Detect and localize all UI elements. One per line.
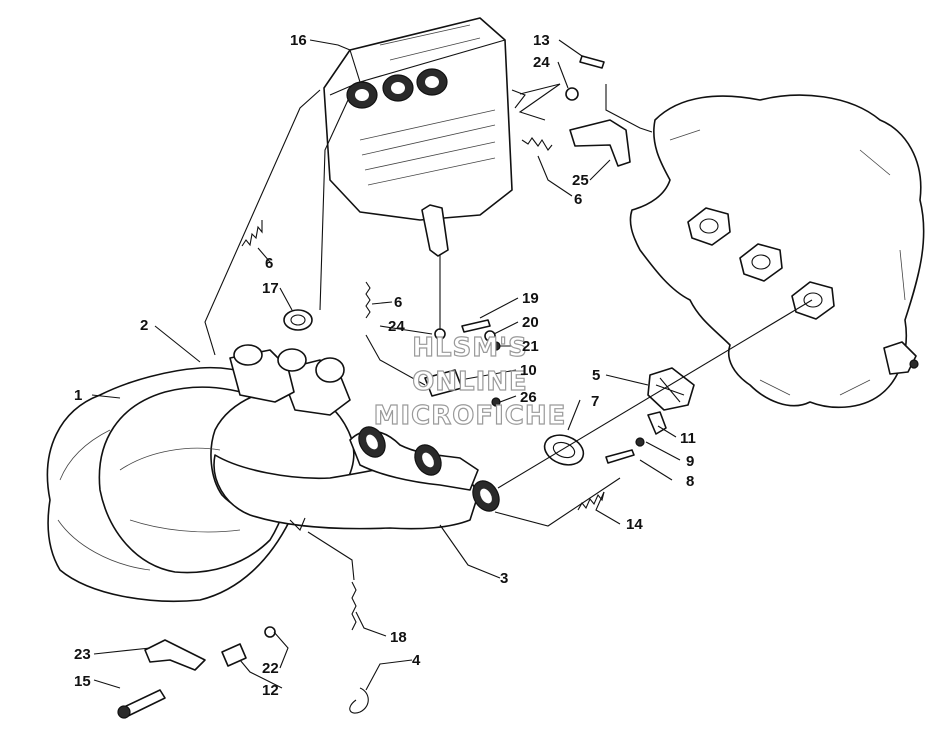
exhaust-port-3	[791, 281, 835, 320]
callout-24a: 24	[533, 54, 550, 71]
bolt-13	[579, 55, 605, 69]
callout-9: 9	[686, 453, 694, 470]
spring-18	[351, 581, 357, 631]
callout-18: 18	[390, 629, 407, 646]
gasket-7	[543, 434, 585, 466]
leader-lines	[91, 39, 813, 691]
spring-6-right	[521, 137, 553, 151]
grommet-24-top	[565, 87, 579, 101]
spring-6-left	[241, 220, 263, 247]
callout-4: 4	[412, 652, 421, 669]
bolt-8	[605, 449, 635, 464]
callout-20: 20	[522, 314, 539, 331]
bracket-23	[144, 639, 206, 671]
clip-4	[349, 687, 369, 714]
watermark: HLSM'S ONLINE MICROFICHE	[373, 332, 567, 431]
washer-22	[264, 626, 276, 638]
bracket-25	[569, 119, 631, 167]
callout-22: 22	[262, 660, 279, 677]
callout-6c: 6	[574, 191, 582, 208]
exhaust-port-1	[687, 207, 731, 246]
mount-5	[647, 367, 695, 411]
callout-25: 25	[572, 172, 589, 189]
callout-24b: 24	[388, 318, 405, 335]
bolt-19	[461, 319, 491, 333]
callout-5: 5	[592, 367, 600, 384]
bolt-15	[117, 689, 166, 719]
callout-1: 1	[74, 387, 82, 404]
clip-11	[647, 411, 667, 435]
gasket-17	[283, 309, 313, 331]
engine-fitting	[883, 341, 919, 375]
callout-10: 10	[520, 362, 537, 379]
callout-2: 2	[140, 317, 148, 334]
callout-12: 12	[262, 682, 279, 699]
callout-13: 13	[533, 32, 550, 49]
bracket-10	[424, 369, 463, 397]
callout-23: 23	[74, 646, 91, 663]
callout-7: 7	[591, 393, 599, 410]
exhaust-port-2	[739, 243, 783, 282]
watermark-line-3: MICROFICHE	[374, 401, 567, 431]
silencer-box	[323, 17, 526, 257]
callout-15: 15	[74, 673, 91, 690]
nut-9	[635, 437, 645, 447]
callout-16: 16	[290, 32, 307, 49]
engine-block	[629, 94, 925, 409]
callout-3: 3	[500, 570, 508, 587]
watermark-line-1: HLSM'S	[412, 333, 528, 363]
expansion-chamber	[46, 344, 500, 603]
callout-11: 11	[680, 430, 696, 447]
callout-19: 19	[522, 290, 539, 307]
callout-21: 21	[522, 338, 539, 355]
callout-17: 17	[262, 280, 279, 297]
callout-6a: 6	[265, 255, 273, 272]
callout-8: 8	[686, 473, 694, 490]
watermark-line-2: ONLINE	[412, 367, 528, 397]
callout-26: 26	[520, 389, 537, 406]
callout-6b: 6	[394, 294, 402, 311]
callout-14: 14	[626, 516, 643, 533]
spring-6-center	[365, 281, 371, 319]
washer-20	[484, 330, 496, 342]
callout-labels: 1 2 3 4 5 6 6 6 7 8 9 10 11 12 13 14 15 …	[74, 32, 696, 699]
